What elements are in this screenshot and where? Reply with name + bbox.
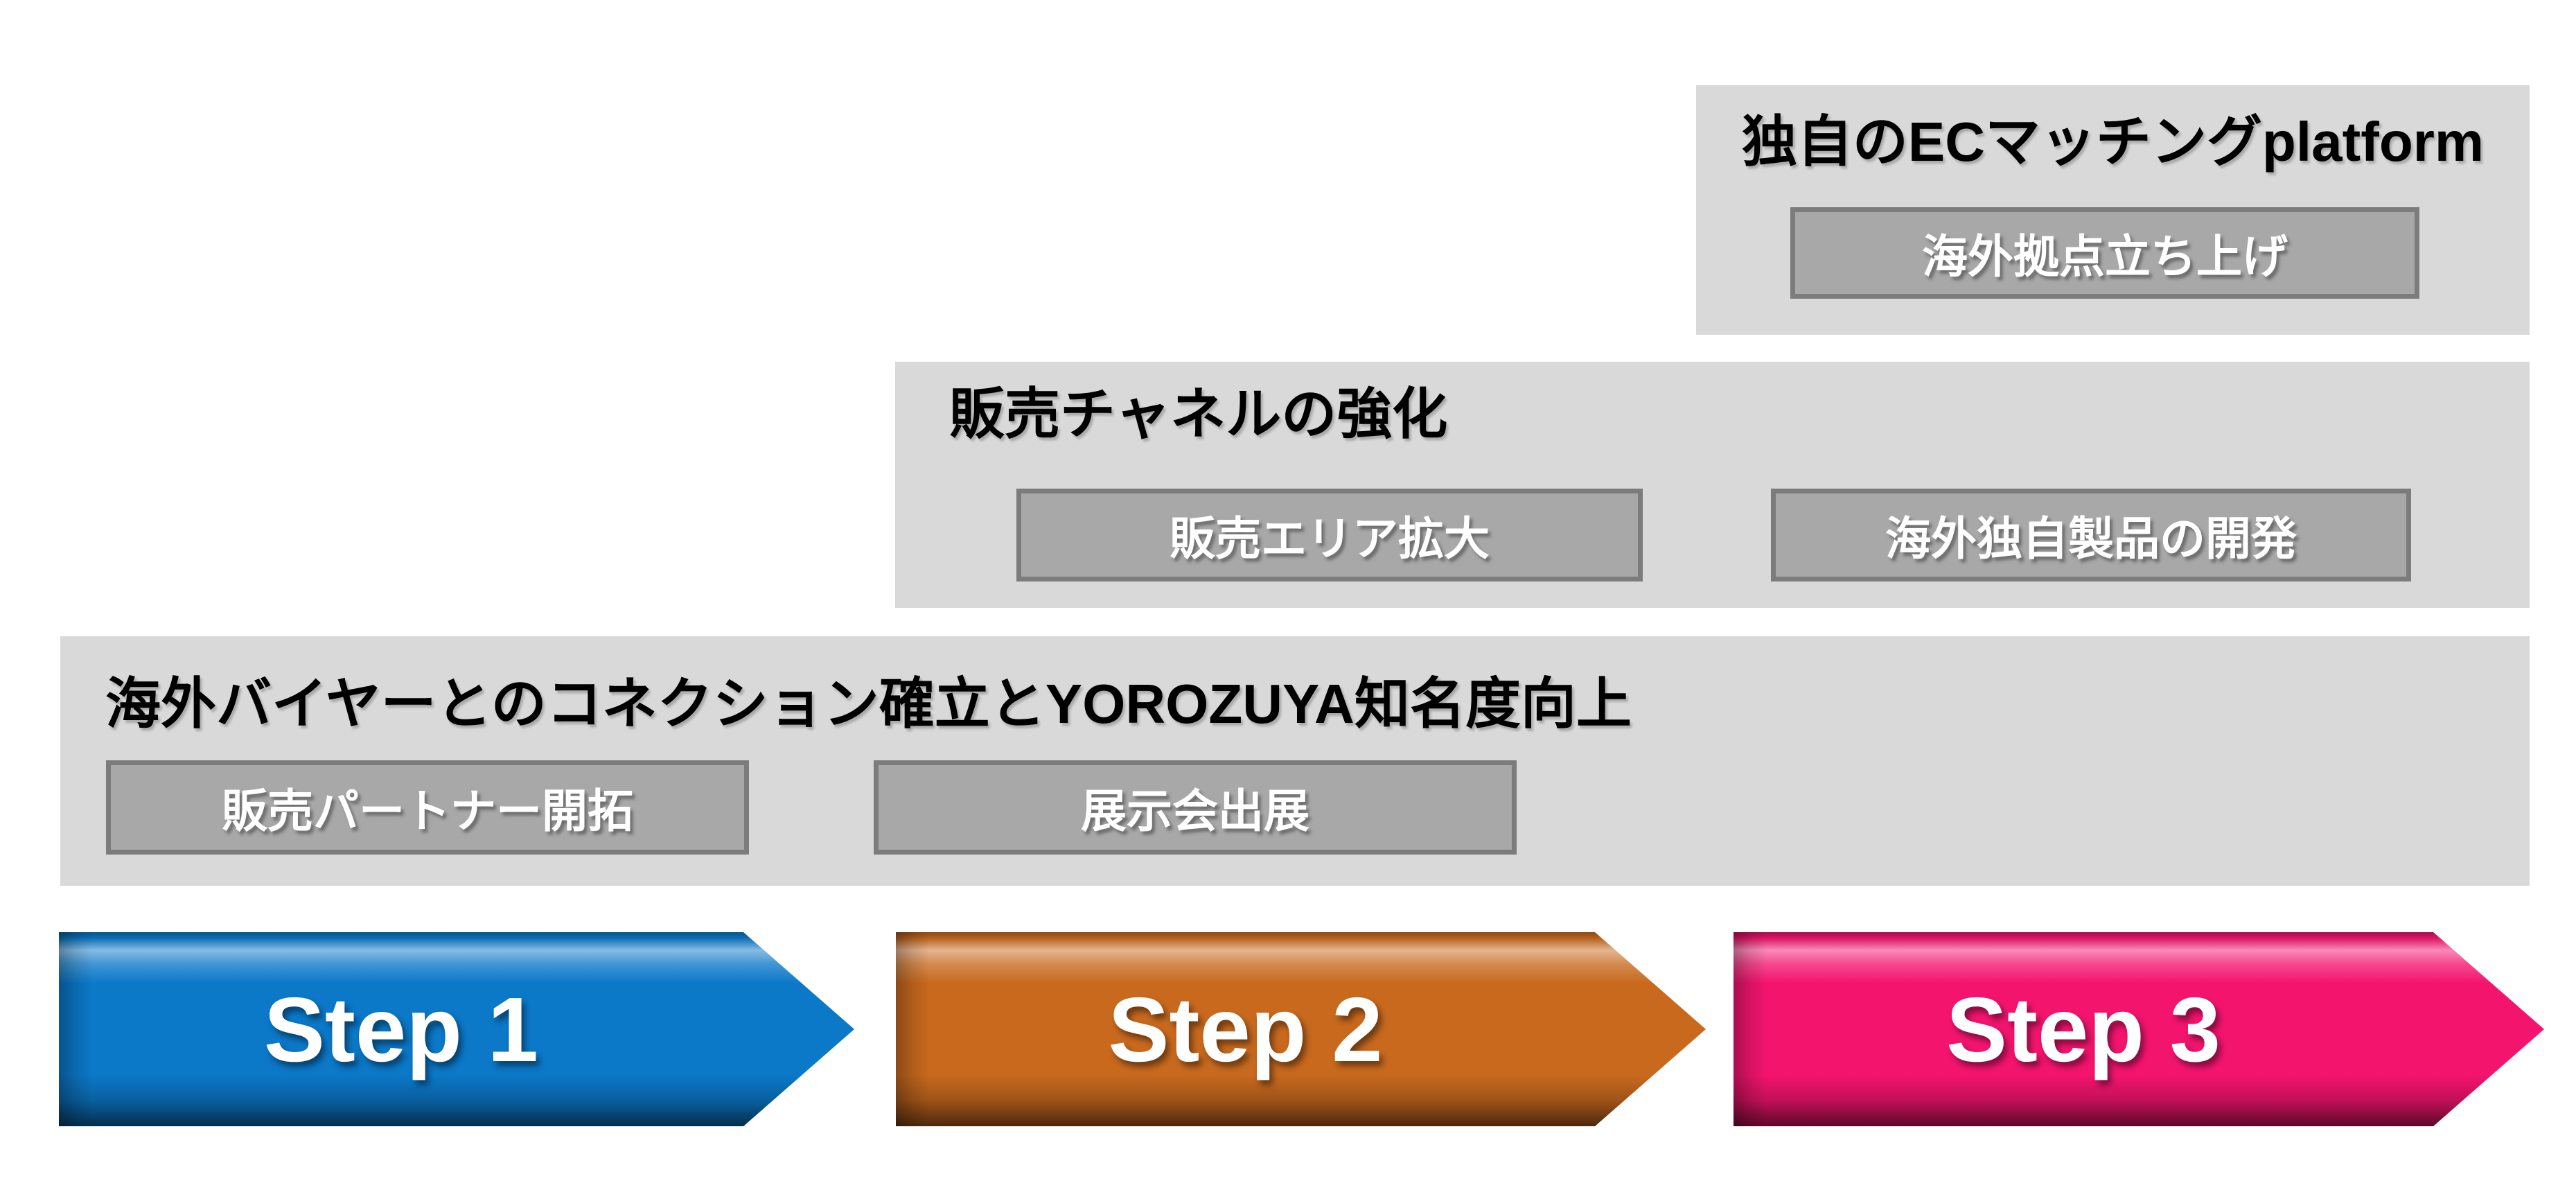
- step2-plan-panel: 販売チャネルの強化 販売エリア拡大 海外独自製品の開発: [895, 362, 2530, 608]
- step3-task-box: 海外拠点立ち上げ: [1790, 207, 2419, 299]
- step2-panel-title: 販売チャネルの強化: [949, 383, 1448, 445]
- step2-task-box-1: 販売エリア拡大: [1016, 489, 1643, 581]
- step2-arrow-label: Step 2: [1108, 978, 1383, 1081]
- step2-task-label-1: 販売エリア拡大: [1170, 513, 1490, 564]
- step1-arrow: Step 1: [59, 932, 854, 1126]
- step3-plan-panel: 独自のECマッチングplatform 海外拠点立ち上げ: [1696, 85, 2530, 335]
- step1-task-label-2: 展示会出展: [1081, 785, 1309, 837]
- step1-task-label-1: 販売パートナー開拓: [222, 785, 633, 837]
- step1-plan-panel: 海外バイヤーとのコネクション確立とYOROZUYA知名度向上 販売パートナー開拓…: [60, 636, 2530, 886]
- step2-task-box-2: 海外独自製品の開発: [1771, 489, 2411, 581]
- step1-arrow-label: Step 1: [263, 978, 539, 1081]
- step1-panel-title: 海外バイヤーとのコネクション確立とYOROZUYA知名度向上: [105, 673, 1632, 735]
- step3-task-label: 海外拠点立ち上げ: [1922, 231, 2288, 282]
- step3-arrow: Step 3: [1733, 932, 2544, 1126]
- step3-arrow-label: Step 3: [1946, 978, 2221, 1081]
- step2-task-label-2: 海外独自製品の開発: [1885, 513, 2297, 564]
- step1-task-box-2: 展示会出展: [874, 760, 1517, 855]
- step3-panel-title: 独自のECマッチングplatform: [1741, 111, 2485, 173]
- step2-arrow: Step 2: [896, 932, 1706, 1126]
- step1-task-box-1: 販売パートナー開拓: [106, 760, 749, 855]
